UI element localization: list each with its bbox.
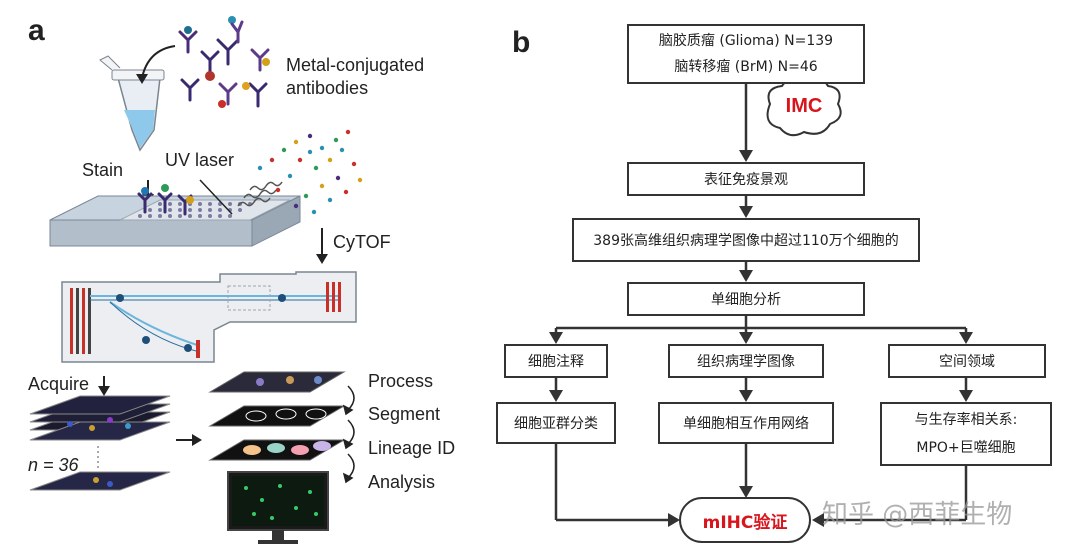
uv-laser-line	[199, 179, 233, 215]
branch-spatial: 空间领域	[888, 344, 1046, 378]
laser-waves	[237, 181, 283, 207]
ion-particles	[257, 129, 363, 215]
processing-layers	[208, 371, 346, 461]
panel-a-label: a	[28, 14, 45, 47]
leaf-survival: 与生存率相关系: MPO+巨噬细胞	[880, 402, 1052, 466]
final-validation: mIHC验证	[702, 513, 788, 533]
tissue-dots	[138, 202, 252, 218]
panel-a-illustration	[29, 16, 363, 544]
step-immune-landscape: 表征免疫景观	[627, 162, 865, 196]
branch-histopathology: 组织病理学图像	[668, 344, 824, 378]
panel-b-label: b	[512, 26, 531, 59]
cytof-instrument-icon	[61, 271, 357, 363]
pipette-arrow	[141, 45, 176, 79]
cytof-label: CyTOF	[333, 232, 391, 252]
bound-antibodies	[137, 184, 194, 216]
leaf-interaction-network: 单细胞相互作用网络	[658, 402, 834, 444]
cohort-box: 脑胶质瘤 (Glioma) N=139 脑转移瘤 (BrM) N=46	[627, 24, 865, 84]
antibodies-label-line1: Metal-conjugated	[286, 55, 425, 75]
leaf-survival-line1: 与生存率相关系:	[914, 412, 1018, 428]
step-analysis: Analysis	[368, 472, 436, 492]
slide-icon	[49, 195, 301, 247]
step-cells-images: 389张高维组织病理学图像中超过110万个细胞的	[572, 218, 920, 262]
step-segment: Segment	[368, 404, 441, 424]
antibodies-label-line2: antibodies	[286, 78, 369, 98]
step-arrows	[342, 385, 355, 484]
cohort-glioma: 脑胶质瘤 (Glioma) N=139	[658, 33, 834, 49]
acquire-label: Acquire	[28, 374, 90, 394]
imc-label: IMC	[785, 95, 823, 117]
leaf-survival-line2: MPO+巨噬细胞	[916, 440, 1016, 456]
watermark: 知乎 @西菲生物	[822, 500, 1013, 530]
cohort-brm: 脑转移瘤 (BrM) N=46	[674, 59, 818, 75]
monitor-icon	[227, 471, 329, 544]
uv-laser-label: UV laser	[165, 150, 235, 170]
final-box-outline	[679, 497, 811, 543]
image-stack-icon	[29, 395, 171, 491]
step-lineage-id: Lineage ID	[368, 438, 456, 458]
step-process: Process	[368, 371, 434, 391]
antibody-icons	[178, 16, 270, 108]
step-single-cell: 单细胞分析	[627, 282, 865, 316]
leaf-subpopulations: 细胞亚群分类	[496, 402, 616, 444]
stain-label: Stain	[82, 160, 124, 180]
n-label: n = 36	[28, 455, 79, 475]
branch-cell-annotation: 细胞注释	[504, 344, 608, 378]
